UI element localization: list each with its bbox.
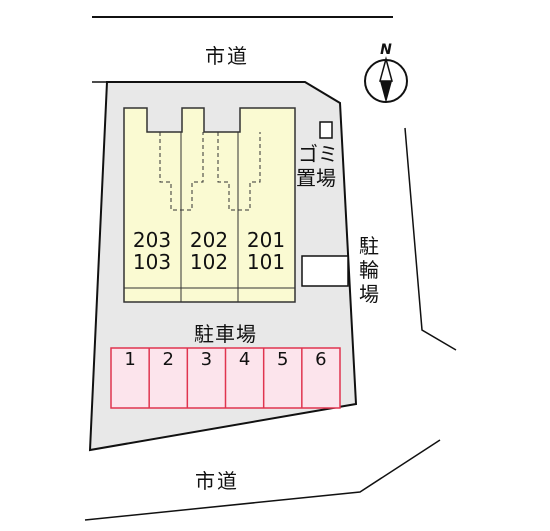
bicycle-parking-box [301,255,349,287]
garbage-label: ゴミ 置場 [296,142,338,190]
right-road-line [404,127,457,351]
parking-slot-5: 5 [277,349,289,370]
parking-label: 駐車場 [194,322,257,346]
bicycle-label-char: 駐 [359,234,379,258]
garbage-label-line1: ゴミ [298,142,338,166]
unit-label-middle: 202 102 [181,229,237,273]
unit-upper-number: 202 [189,228,229,252]
parking-slot-4: 4 [238,349,251,370]
garbage-label-line2: 置場 [296,166,336,190]
bottom-road-label: 市道 [195,469,239,493]
unit-upper-number: 203 [132,228,172,252]
garbage-box [319,121,333,139]
unit-label-left: 203 103 [124,229,180,273]
unit-lower-number: 103 [132,250,172,274]
parking-slot-3: 3 [200,349,213,370]
top-road-label: 市道 [205,44,249,68]
bottom-road-line [84,439,441,521]
unit-lower-number: 101 [246,250,286,274]
parking-slot-1: 1 [124,349,136,370]
compass-north-label: N [380,42,392,58]
building [123,107,296,303]
stair-dashed [217,132,261,211]
parking-slot-2: 2 [162,349,174,370]
stair-dashed [159,132,204,211]
bicycle-label-char: 輪 [359,258,379,282]
compass-icon [364,56,408,103]
unit-label-right: 201 101 [238,229,294,273]
unit-lower-number: 102 [189,250,229,274]
unit-upper-number: 201 [246,228,286,252]
bicycle-label-char: 場 [359,282,379,306]
parking-slot-6: 6 [315,349,327,370]
bicycle-parking-label: 駐 輪 場 [357,234,381,306]
